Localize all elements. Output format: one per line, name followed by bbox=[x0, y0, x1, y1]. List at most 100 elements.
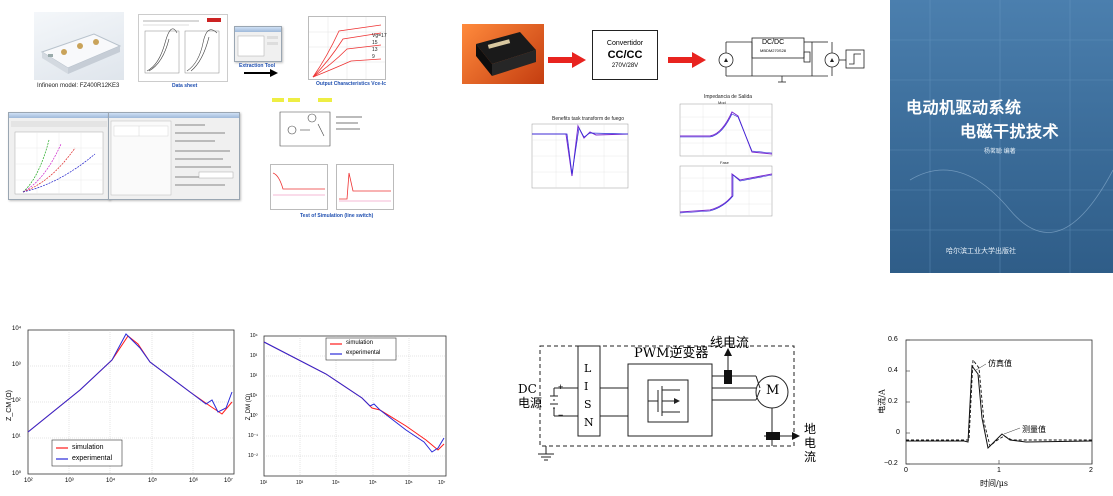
minus-sign: − bbox=[558, 410, 564, 420]
output-chars-caption: Output Characteristics Vce-Ic bbox=[316, 81, 387, 87]
output-curves bbox=[309, 17, 385, 79]
output-characteristics-plot bbox=[308, 16, 386, 80]
converter-module-photo bbox=[462, 24, 544, 84]
wf-xtick-0: 0 bbox=[904, 467, 908, 474]
simulation-window-1 bbox=[8, 112, 110, 200]
annot-sim: 仿真值 bbox=[988, 359, 1012, 368]
test-sim-caption: Test of Simulation (line switch) bbox=[300, 213, 374, 219]
zdm-ytick-5: 10⁻¹ bbox=[248, 433, 258, 439]
extraction-tool-window bbox=[234, 26, 282, 62]
impedance-title: Impedancia de Salida bbox=[704, 94, 753, 100]
parameter-window bbox=[108, 112, 240, 200]
ground-current-probe bbox=[766, 432, 780, 440]
book-publisher: 哈尔滨工业大学出版社 bbox=[946, 248, 1016, 255]
converter-label-1: Convertidor bbox=[606, 40, 644, 47]
datasheet-graphs bbox=[143, 18, 221, 74]
converter-block: Convertidor CC/CC 270V/28V bbox=[592, 30, 658, 80]
zdm-xtick-5: 10⁷ bbox=[438, 480, 446, 486]
zcm-legend-exp: experimental bbox=[72, 455, 113, 462]
lisn-s: S bbox=[584, 398, 592, 411]
zcm-ylabel: Z_CM (Ω) bbox=[5, 390, 13, 421]
zdm-plot: simulation experimental Z_DM (Ω) 10⁴ 10³… bbox=[246, 324, 452, 491]
module-drawing bbox=[40, 33, 122, 74]
book-title-line1: 电动机驱动系统 bbox=[906, 98, 1022, 117]
legend-vg17: Vg=17 bbox=[372, 33, 387, 39]
waveform-xlabel: 时间/μs bbox=[980, 479, 1008, 488]
lisn-n: N bbox=[584, 416, 594, 429]
igbt-module-photo bbox=[34, 12, 124, 80]
lisn-i: I bbox=[584, 380, 589, 393]
phase-plot: Fase bbox=[670, 160, 776, 220]
equiv-circuit-drawing bbox=[718, 37, 865, 83]
annot-meas: 测量值 bbox=[1022, 425, 1046, 434]
dcdc-sub: MBDM270S28 bbox=[760, 48, 787, 53]
transient-curve bbox=[531, 123, 629, 189]
impedance-curve bbox=[679, 103, 773, 157]
zdm-xtick-0: 10² bbox=[260, 480, 268, 486]
extraction-tool-caption: Extraction Tool bbox=[239, 63, 276, 69]
book-author: 杨茗聪 编著 bbox=[984, 149, 1016, 155]
converter-equivalent-circuit: DC/DC MBDM270S28 bbox=[708, 28, 866, 86]
schematic-drawing bbox=[538, 345, 800, 461]
zdm-ytick-0: 10⁴ bbox=[250, 333, 258, 339]
sim-window-1-content bbox=[11, 121, 107, 195]
zcm-xtick-5: 10⁷ bbox=[224, 478, 233, 484]
wf-xtick-1: 1 bbox=[997, 467, 1001, 474]
datasheet-caption: Data sheet bbox=[172, 83, 198, 89]
zdm-ytick-1: 10³ bbox=[250, 353, 258, 359]
zcm-xtick-3: 10⁵ bbox=[148, 478, 158, 484]
zdm-axes bbox=[263, 335, 447, 477]
zcm-ytick-3: 10¹ bbox=[12, 434, 21, 440]
zcm-plot: simulation experimental Z_CM (Ω) 10⁴ 10³… bbox=[0, 324, 240, 491]
plus-sign: + bbox=[558, 382, 564, 392]
ground-char-1: 地 bbox=[804, 422, 817, 436]
dcdc-label: DC/DC bbox=[762, 39, 785, 46]
zdm-xtick-1: 10³ bbox=[296, 480, 304, 486]
emi-schematic: DC 电源 + − L I S N PWM逆变器 线电流 M 地 电 流 bbox=[510, 330, 830, 480]
wf-ytick-0: 0.6 bbox=[888, 336, 898, 343]
zcm-xtick-2: 10⁴ bbox=[106, 478, 116, 484]
zdm-ytick-2: 10² bbox=[250, 373, 258, 379]
tool-content bbox=[237, 35, 278, 57]
module-caption: Infineon model: FZ400R12KE3 bbox=[37, 83, 120, 89]
zcm-xtick-0: 10² bbox=[24, 478, 33, 484]
ground-char-2: 电 bbox=[804, 436, 817, 450]
zdm-legend-exp: experimental bbox=[346, 350, 381, 356]
module-3d bbox=[476, 32, 536, 76]
legend-15: 15 bbox=[372, 40, 378, 46]
zcm-ytick-0: 10⁴ bbox=[12, 326, 22, 332]
legend-9: 9 bbox=[372, 54, 375, 60]
circuit-small bbox=[272, 98, 362, 147]
legend-13: 13 bbox=[372, 47, 378, 53]
red-arrow-icon-2 bbox=[668, 52, 706, 68]
book-pattern bbox=[890, 0, 1113, 273]
converter-label-3: 270V/28V bbox=[611, 63, 639, 69]
test-sim-plot-2 bbox=[336, 164, 394, 210]
current-waveform-plot: 仿真值 测量值 电流/A 时间/μs 0.6 0.4 0.2 0 −0.2 0 … bbox=[876, 330, 1106, 490]
zdm-ytick-4: 10⁰ bbox=[250, 413, 258, 419]
right-arrow-icon bbox=[244, 69, 278, 77]
motor-label: M bbox=[766, 383, 780, 398]
zcm-legend-sim: simulation bbox=[72, 444, 104, 451]
zcm-xtick-4: 10⁶ bbox=[189, 478, 199, 484]
transient-title: Benefits task transform de fuego bbox=[552, 116, 624, 122]
circuit-snapshot bbox=[270, 96, 366, 156]
ground-char-3: 流 bbox=[804, 450, 817, 464]
ground-current-label: 地 电 流 bbox=[804, 422, 816, 464]
test-sim-curve-2 bbox=[339, 172, 391, 202]
wf-xtick-2: 2 bbox=[1089, 467, 1093, 474]
phase-sub: Fase bbox=[720, 160, 729, 165]
datasheet-page bbox=[138, 14, 228, 82]
converter-label-2: CC/CC bbox=[607, 49, 643, 61]
zdm-xtick-4: 10⁶ bbox=[405, 480, 413, 486]
wf-ytick-2: 0.2 bbox=[888, 398, 898, 405]
output-legend: Vg=17 15 13 9 bbox=[372, 33, 387, 61]
red-arrow-icon bbox=[548, 52, 586, 68]
zcm-ytick-4: 10⁰ bbox=[12, 471, 22, 477]
inverter-label: PWM逆变器 bbox=[634, 346, 709, 361]
wf-ytick-3: 0 bbox=[896, 429, 900, 436]
waveform-ylabel: 电流/A bbox=[877, 389, 887, 414]
test-sim-curve-1 bbox=[272, 172, 325, 196]
dc-source-label: DC 电源 bbox=[518, 382, 542, 410]
impedance-sub: Mod bbox=[718, 100, 726, 105]
